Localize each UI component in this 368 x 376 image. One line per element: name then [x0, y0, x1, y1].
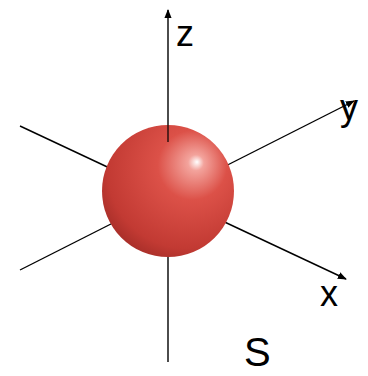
orbital-label: S [244, 332, 271, 372]
axes [20, 10, 354, 362]
z-axis-front [167, 125, 168, 142]
s-orbital-sphere [102, 125, 234, 257]
x-axis [20, 126, 346, 279]
y-axis [20, 101, 354, 270]
axis-label: y [340, 90, 358, 126]
axis-label: z [176, 16, 194, 52]
axis-label: x [320, 276, 338, 312]
